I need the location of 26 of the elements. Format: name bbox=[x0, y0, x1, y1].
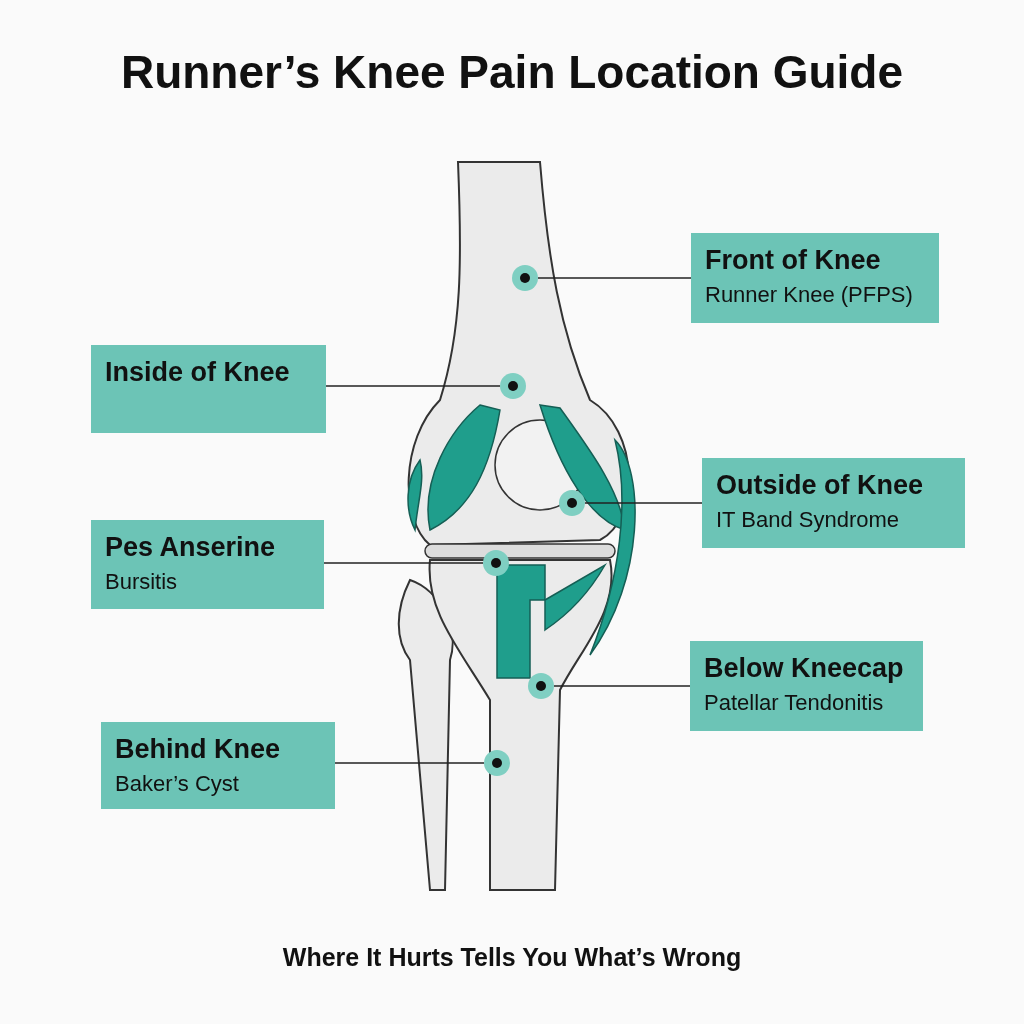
leader-line bbox=[584, 502, 703, 504]
callout-box bbox=[691, 233, 939, 323]
callout-text: Baker’s Cyst bbox=[115, 771, 240, 797]
pain-point-marker bbox=[484, 750, 510, 776]
callout-text: Bursitis bbox=[105, 569, 179, 595]
callout-box bbox=[101, 722, 335, 809]
leader-line bbox=[334, 762, 485, 764]
callout-text: Runner Knee (PFPS) bbox=[705, 282, 914, 308]
title: Runner’s Knee Pain Location Guide bbox=[119, 45, 905, 99]
callout-heading: Front of Knee bbox=[705, 245, 882, 276]
leader-line bbox=[537, 277, 692, 279]
callout-text: IT Band Syndrome bbox=[716, 507, 901, 533]
callout-heading: Inside of Knee bbox=[105, 357, 291, 388]
callout-box bbox=[690, 641, 923, 731]
leader-line bbox=[323, 562, 484, 564]
caption: Where It Hurts Tells You What’s Wrong bbox=[281, 943, 743, 972]
callout-heading: Pes Anserine bbox=[105, 532, 277, 563]
callout-text: Patellar Tendonitis bbox=[704, 690, 885, 716]
callout-box bbox=[91, 520, 324, 609]
callout-box bbox=[702, 458, 965, 548]
leader-line bbox=[325, 385, 501, 387]
callout-heading: Behind Knee bbox=[115, 734, 282, 765]
leader-line bbox=[553, 685, 691, 687]
callout-heading: Outside of Knee bbox=[716, 470, 925, 501]
callout-box bbox=[91, 345, 326, 433]
callout-heading: Below Kneecap bbox=[704, 653, 905, 684]
